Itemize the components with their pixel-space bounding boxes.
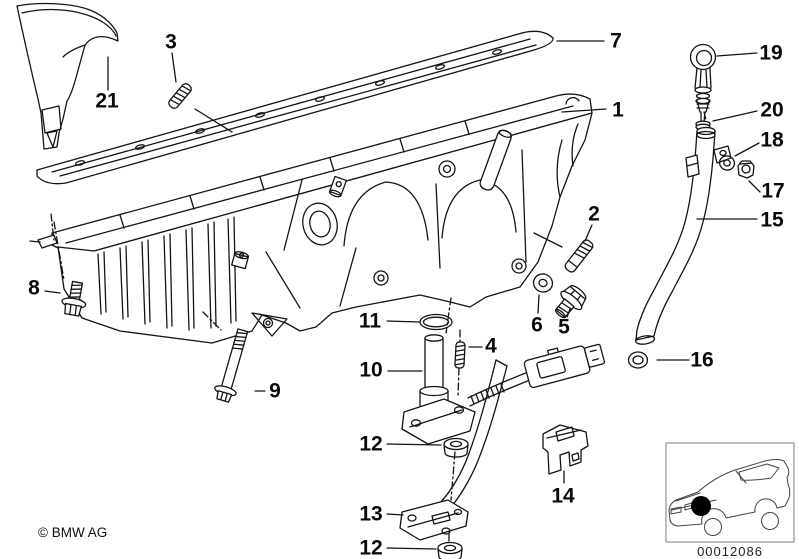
leader-lines: [44, 40, 761, 550]
part-callout-4[interactable]: 4: [485, 334, 497, 358]
part-callout-14[interactable]: 14: [551, 484, 575, 508]
part-16-o-ring: [627, 351, 649, 369]
copyright-notice: © BMW AG: [38, 525, 108, 540]
part-18-washer: [718, 155, 736, 171]
part-12-grommet-upper: [443, 437, 469, 458]
part-3-stud: [168, 83, 192, 109]
part-callout-8[interactable]: 8: [28, 276, 40, 300]
part-callout-2[interactable]: 2: [588, 202, 600, 226]
part-callout-12a[interactable]: 12: [359, 432, 383, 456]
part-6-washer: [532, 273, 554, 293]
image-number: 00012086: [697, 544, 763, 559]
part-7-gasket: [36, 30, 554, 185]
part-11-o-ring: [419, 313, 453, 331]
part-location-dot: [691, 496, 711, 516]
part-callout-18[interactable]: 18: [760, 128, 784, 152]
part-17-nut: [737, 160, 755, 179]
part-callout-16[interactable]: 16: [690, 348, 714, 372]
part-10-oil-level-sensor: [401, 334, 531, 445]
part-callout-1[interactable]: 1: [612, 98, 624, 122]
part-14-clip: [542, 424, 589, 475]
part-19-dipstick: [689, 43, 717, 123]
part-callout-21[interactable]: 21: [95, 89, 119, 113]
part-callout-6[interactable]: 6: [531, 313, 543, 337]
part-4-stud: [454, 341, 466, 369]
part-2-stud: [564, 239, 594, 273]
part-callout-9[interactable]: 9: [269, 379, 281, 403]
part-21-cover: [16, 2, 119, 150]
part-callout-15[interactable]: 15: [760, 208, 784, 232]
part-5-bolt: [554, 285, 587, 319]
assembly-axis-lines: [50, 111, 707, 542]
part-callout-10[interactable]: 10: [359, 358, 383, 382]
part-callout-17[interactable]: 17: [761, 179, 785, 203]
part-10-connector: [523, 343, 606, 389]
part-15-guide-tube: [634, 126, 732, 345]
part-8-bolt: [61, 280, 87, 317]
part-callout-12b[interactable]: 12: [359, 536, 383, 559]
part-callout-19[interactable]: 19: [759, 41, 783, 65]
part-callout-13[interactable]: 13: [359, 502, 383, 526]
part-callout-7[interactable]: 7: [610, 29, 622, 53]
part-callout-20[interactable]: 20: [760, 98, 784, 122]
part-1-oil-pan: [29, 93, 593, 344]
part-9-bolt: [214, 328, 249, 403]
part-13-bracket: [399, 359, 508, 541]
part-callout-11[interactable]: 11: [358, 309, 382, 333]
part-callout-3[interactable]: 3: [165, 30, 177, 54]
part-callout-5[interactable]: 5: [558, 315, 570, 339]
part-12-grommet-lower: [437, 541, 463, 559]
car-location-thumbnail: [665, 442, 795, 543]
